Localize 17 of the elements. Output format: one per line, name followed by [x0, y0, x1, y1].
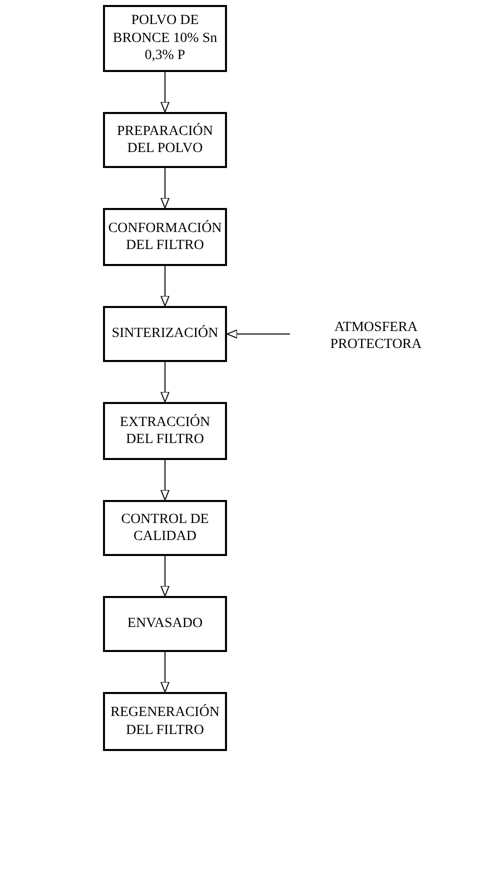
process-box: CONTROL DE CALIDAD	[103, 500, 227, 556]
process-box: CONFORMACIÓN DEL FILTRO	[103, 208, 227, 266]
arrow	[160, 460, 170, 500]
process-box: SINTERIZACIÓN	[103, 306, 227, 362]
arrow	[160, 652, 170, 692]
process-box: POLVO DE BRONCE 10% Sn 0,3% P	[103, 5, 227, 72]
process-box: REGENERACIÓN DEL FILTRO	[103, 692, 227, 751]
process-box: ENVASADO	[103, 596, 227, 652]
arrow	[160, 168, 170, 208]
input-label: ATMOSFERA PROTECTORA	[296, 316, 456, 356]
process-box: EXTRACCIÓN DEL FILTRO	[103, 402, 227, 460]
arrow	[160, 556, 170, 596]
arrow	[160, 362, 170, 402]
arrow	[226, 330, 290, 338]
arrow	[160, 266, 170, 306]
process-box: PREPARACIÓN DEL POLVO	[103, 112, 227, 168]
arrow	[160, 72, 170, 112]
